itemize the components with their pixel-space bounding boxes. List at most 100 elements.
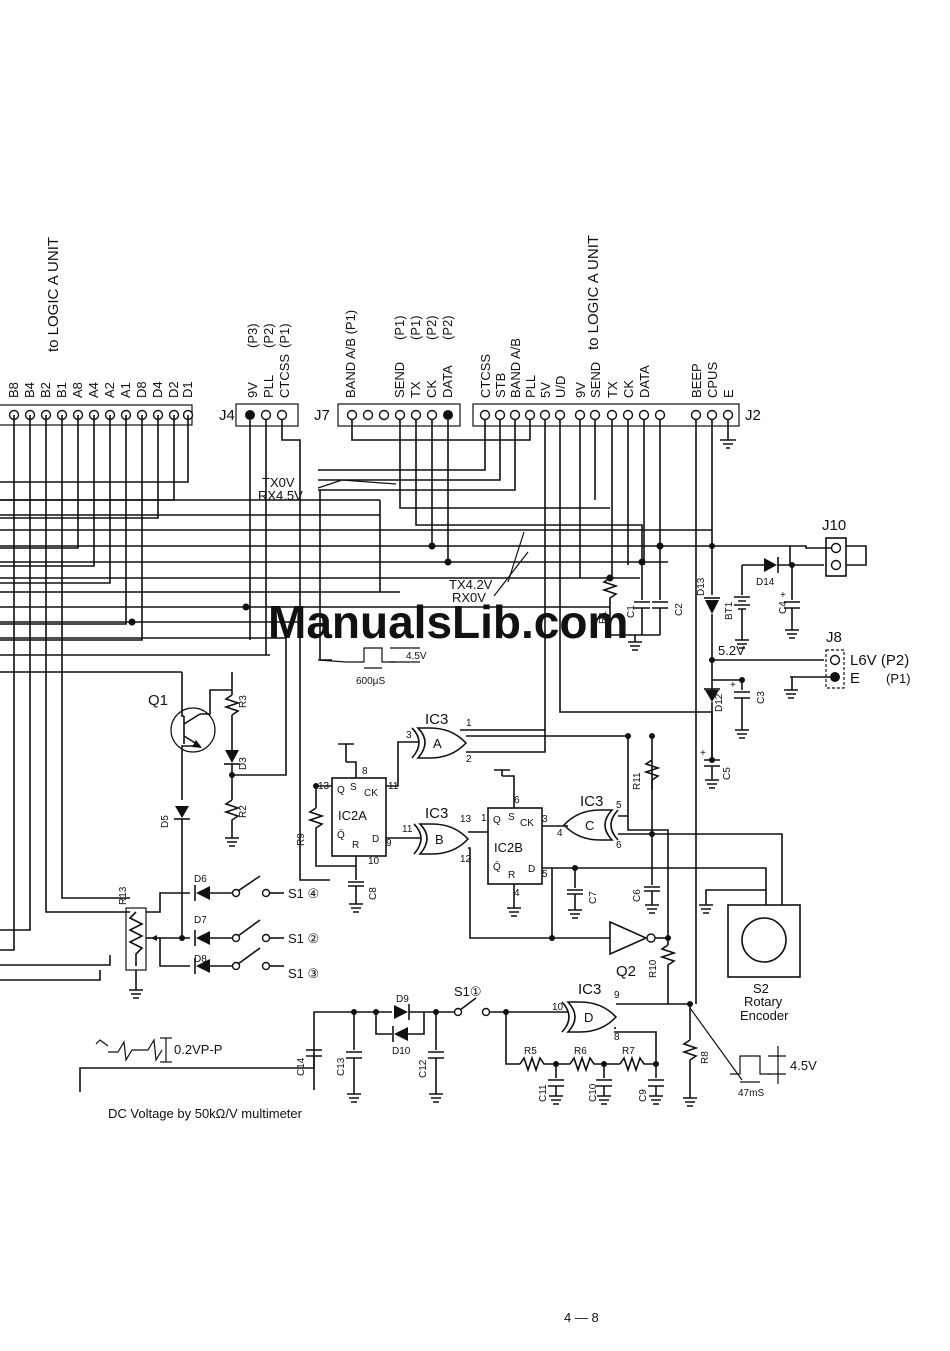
pulse1-amplitude: 4.5V xyxy=(406,651,427,662)
j2-pin-label: DATA xyxy=(637,365,652,398)
pulse-waveform-2: 4.5V 47mS xyxy=(730,1046,817,1099)
j10-label: J10 xyxy=(822,517,846,534)
d5-diode: D5 xyxy=(160,806,190,935)
svg-text:1: 1 xyxy=(466,718,472,729)
j2-pin-label: 9V xyxy=(573,382,588,398)
d13-label: D13 xyxy=(696,577,707,596)
d7-label: D7 xyxy=(194,915,207,926)
c8-label: C8 xyxy=(368,887,379,900)
svg-text:Q̄: Q̄ xyxy=(493,860,501,873)
r7-label: R7 xyxy=(622,1046,635,1057)
left-connector-pin-label: D1 xyxy=(180,381,195,398)
svg-text:6: 6 xyxy=(514,795,520,806)
j2-pin xyxy=(554,409,566,421)
svg-text:5: 5 xyxy=(616,800,622,811)
ic2a-flipflop: Q S CK IC2A Q̄ R D 13 8 11 9 10 R9 C8 xyxy=(296,741,420,913)
j2-pin-label: PLL xyxy=(523,375,538,398)
svg-text:3: 3 xyxy=(542,814,548,825)
svg-text:Q: Q xyxy=(493,815,501,826)
left-connector-pin-label: B8 xyxy=(6,382,21,398)
j2-pin-label: CTCSS xyxy=(478,354,493,398)
gate-d-label: D xyxy=(584,1010,593,1025)
svg-text:CK: CK xyxy=(520,818,534,829)
pulse1-width: 600μS xyxy=(356,676,385,687)
c4-label: C4 xyxy=(778,601,789,614)
q2-label: Q2 xyxy=(616,963,636,980)
c5-label: C5 xyxy=(722,767,733,780)
r11-label: R11 xyxy=(632,772,643,790)
d5-label: D5 xyxy=(160,815,171,828)
j2-pin-label: BEEP xyxy=(689,363,704,398)
svg-text:3: 3 xyxy=(406,730,412,741)
j4-note-p1: (P1) xyxy=(277,323,292,348)
rx0-label: RX0V xyxy=(452,590,486,605)
j2-pin xyxy=(574,409,586,421)
left-connector-pin-label: A1 xyxy=(118,382,133,398)
r13-resistor: R13 xyxy=(118,886,160,999)
j2-pin-label: CK xyxy=(621,380,636,398)
watermark: ManualsLib.com xyxy=(268,596,628,648)
j2-pin-label: STB xyxy=(493,373,508,398)
d9-label: D9 xyxy=(396,994,409,1005)
r1-label: R1 xyxy=(598,611,609,624)
s1-4-label: S1 ④ xyxy=(288,886,319,901)
r6-label: R6 xyxy=(574,1046,587,1057)
bottom-rc-network: C14 C13 D9 D10 C12 S1① R5 R6 xyxy=(79,984,664,1105)
j2-pin xyxy=(524,409,536,421)
r8-label: R8 xyxy=(700,1051,711,1064)
j10-connector: J10 xyxy=(790,517,867,577)
q1-transistor: Q1 xyxy=(148,672,232,800)
j2-pin-label: CPUS xyxy=(705,362,720,398)
j2-pin xyxy=(606,409,618,421)
svg-text:D: D xyxy=(528,864,535,875)
j2-pin xyxy=(722,409,734,421)
svg-text:+: + xyxy=(730,680,736,691)
s1-1-label: S1① xyxy=(454,984,482,999)
svg-text:2: 2 xyxy=(466,754,472,765)
rx45-label: RX4.5V xyxy=(258,488,303,503)
j2-label: J2 xyxy=(745,407,761,424)
left-connector-pin-label: D2 xyxy=(166,381,181,398)
c11-label: C11 xyxy=(538,1084,549,1102)
j2-pin-label: 5V xyxy=(538,382,553,398)
s1-2-label: S1 ② xyxy=(288,931,319,946)
j7-note-4: (P2) xyxy=(440,315,455,340)
svg-text:R: R xyxy=(508,870,515,881)
r11-c6-r10-column: R11 C6 R10 xyxy=(625,733,783,988)
svg-text:10: 10 xyxy=(368,856,380,867)
q2-inverter: Q2 xyxy=(609,920,671,980)
left-connector-pin-label: A8 xyxy=(70,382,85,398)
j7-pin-send: SEND xyxy=(392,362,407,398)
j2-pin xyxy=(638,409,650,421)
j8-note: (P1) xyxy=(886,671,911,686)
gate-c-label: C xyxy=(585,818,594,833)
ic2b-label: IC2B xyxy=(494,840,523,855)
svg-text:+: + xyxy=(780,590,786,601)
c10-label: C10 xyxy=(588,1083,599,1102)
svg-text:4: 4 xyxy=(514,888,520,899)
q1-label: Q1 xyxy=(148,692,168,709)
left-connector-pin-label: A2 xyxy=(102,382,117,398)
ic3-gate-b: IC3 B 11 13 12 xyxy=(402,805,610,939)
j2-pin xyxy=(479,409,491,421)
r13-label: R13 xyxy=(118,886,129,905)
footnote: DC Voltage by 50kΩ/V multimeter xyxy=(108,1106,303,1121)
j2-pin xyxy=(509,409,521,421)
svg-text:1: 1 xyxy=(481,813,487,824)
ic3-gate-a: IC3 A 3 1 2 xyxy=(406,711,628,765)
j2-pin-label: U/D xyxy=(553,376,568,398)
j2-pin xyxy=(706,409,718,421)
svg-text:R: R xyxy=(352,840,359,851)
logic-a-label-left: to LOGIC A UNIT xyxy=(45,237,62,352)
d10-label: D10 xyxy=(392,1046,411,1057)
ic3-gate-d: IC3 D 10 9 8 R8 xyxy=(552,605,743,1107)
j7-pin-ck: CK xyxy=(424,380,439,398)
bt1-label: BT1 xyxy=(724,601,735,620)
svg-text:+: + xyxy=(700,748,706,759)
logic-a-label-right: to LOGIC A UNIT xyxy=(585,235,602,350)
svg-text:CK: CK xyxy=(364,788,378,799)
left-connector-pin-label: D8 xyxy=(134,381,149,398)
j2-pin-label: TX xyxy=(605,381,620,398)
